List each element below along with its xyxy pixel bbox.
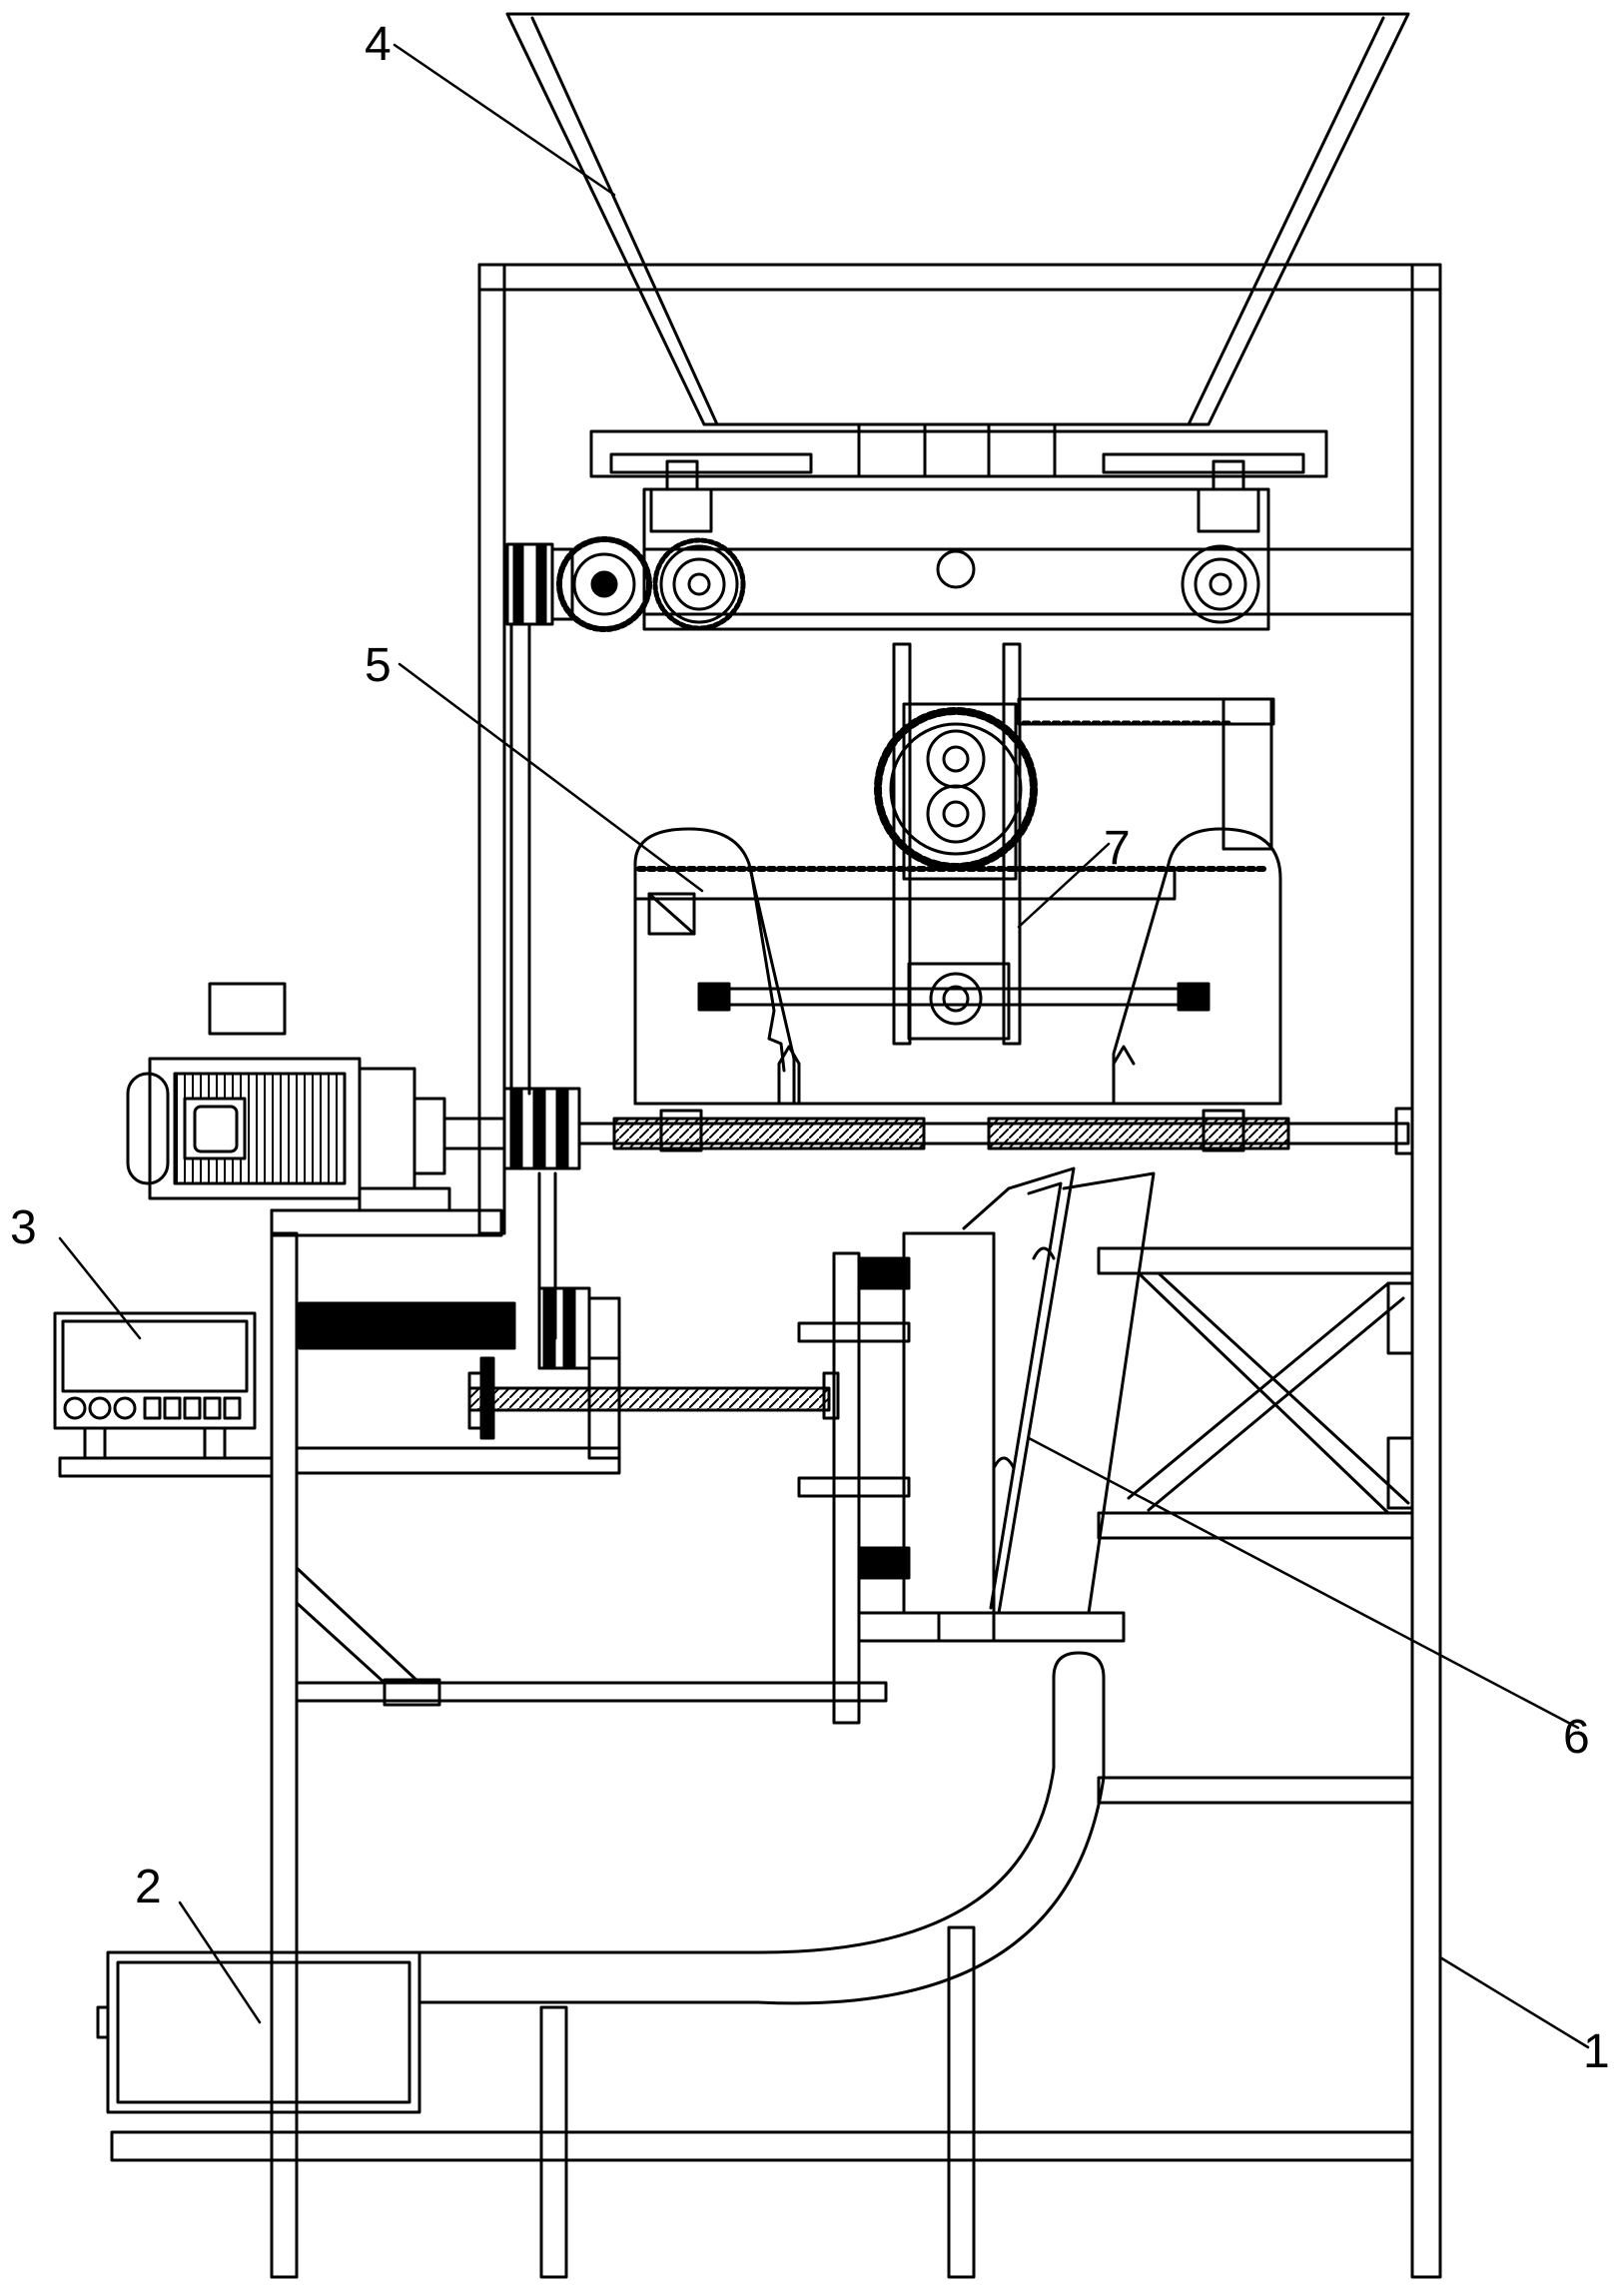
callout-clamping-mold: 6: [1563, 1711, 1590, 1764]
control-panel: [53, 1311, 274, 1478]
callout-gear-carriage: 7: [1104, 822, 1131, 875]
callout-hopper: 4: [365, 18, 392, 71]
hopper: [505, 12, 1410, 478]
lead-screw-upper: [577, 1107, 1414, 1155]
motor: [126, 982, 581, 1212]
callout-rack-assembly: 5: [365, 639, 392, 692]
leader-lines: [58, 43, 1590, 2049]
top-roller-housing: [505, 459, 1414, 632]
drive-belt: [509, 622, 557, 1340]
gear-carriage: [874, 642, 1275, 1046]
collection-box: [96, 1950, 421, 2114]
outlet-chute: [417, 1651, 1106, 2005]
callouts: 1 2 3 4 5 6 7: [10, 18, 1610, 2078]
callout-collection-box: 2: [135, 1861, 162, 1913]
lower-screw-drive: [295, 1286, 840, 1475]
callout-control-panel: 3: [10, 1201, 37, 1254]
clamping-mold: [797, 1166, 1156, 1725]
frame: [110, 263, 1442, 2279]
callout-frame: 1: [1583, 2025, 1610, 2078]
